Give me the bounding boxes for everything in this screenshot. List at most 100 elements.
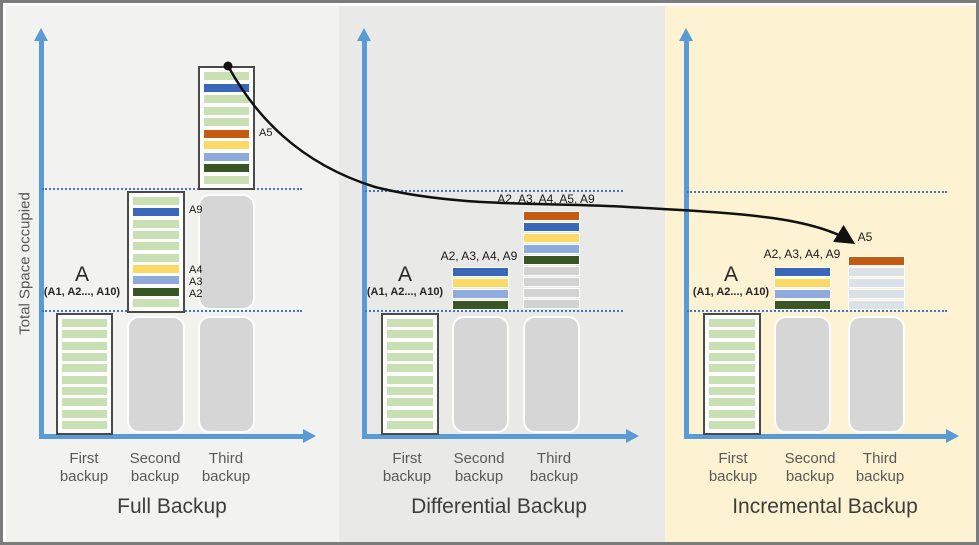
block-stripe-blue_dark [523,222,580,232]
block-stripe-yellow [133,264,179,273]
block-stripe-green_light [62,375,107,384]
p3-x-axis-arrow-icon [946,429,959,443]
block-stripe-green_light [62,319,107,327]
p1-y-axis-arrow-icon [34,28,48,41]
block-stripe-green_light [709,398,755,407]
block-stripe-green_light [62,352,107,361]
p1-y-axis [39,39,44,439]
p1-second-backup-bar [127,191,185,313]
p3-second-backup-prior-space [774,316,831,433]
block-stripe-green_dark [774,300,831,310]
p1-full-set-range: (A1, A2..., A10) [43,286,121,298]
block-stripe-green_light [709,352,755,361]
block-stripe-orange [204,129,249,138]
block-stripe-green_light [204,95,249,104]
p1-x-axis-arrow-icon [303,429,316,443]
block-stripe-green_light [709,420,755,429]
block-stripe-gray_stripe [523,288,580,298]
p1-title: Full Backup [117,495,227,518]
p2-dotted-level-1 [365,310,623,312]
p1-block-label-a2: A2 [189,288,203,300]
p1-x-axis [39,434,305,439]
p2-y-axis-arrow-icon [357,28,371,41]
p2-third-backup-delta-label: A2, A3, A4, A5, A9 [497,192,595,206]
block-stripe-blue_dark [452,267,509,277]
p1-full-set-letter: A [74,263,89,286]
block-stripe-green_light [387,341,433,350]
block-stripe-orange [848,256,905,266]
block-stripe-gray_stripe [523,299,580,309]
block-stripe-green_light [387,409,433,418]
block-stripe-green_light [62,341,107,350]
block-stripe-gray_stripe [523,277,580,287]
block-stripe-blue_dark [133,208,179,217]
block-stripe-green_light [709,364,755,373]
block-stripe-yellow [204,141,249,150]
p3-dotted-level-2 [687,191,947,193]
p3-first-backup-bar [703,313,761,435]
block-stripe-green_light [387,364,433,373]
block-stripe-green_light [62,398,107,407]
p2-y-axis [362,39,367,439]
p2-first-backup-bar [381,313,439,435]
block-stripe-green_light [709,341,755,350]
block-stripe-blue_light [204,152,249,161]
p3-dotted-level-1 [687,310,947,312]
block-stripe-orange [523,211,580,221]
block-stripe-green_light [204,106,249,115]
block-stripe-blue_light [452,289,509,299]
block-stripe-blue_dark [774,267,831,277]
block-stripe-green_light [62,330,107,339]
y-axis-label: Total Space occupied [16,192,34,335]
block-stripe-green_light [133,230,179,239]
p2-full-set-range: (A1, A2..., A10) [366,286,444,298]
block-stripe-green_light [133,242,179,251]
p2-x-axis [362,434,628,439]
p1-dotted-level-2 [42,188,302,190]
p1-block-label-a3: A3 [189,276,203,288]
block-stripe-green_light [62,364,107,373]
p2-tick-third-backup: Third backup [529,450,579,485]
p2-tick-second-backup: Second backup [453,450,505,485]
block-stripe-green_light [387,386,433,395]
p2-tick-first-backup: First backup [382,450,432,485]
block-stripe-bluegray_stripe [848,278,905,288]
p3-full-set-range: (A1, A2..., A10) [692,286,770,298]
block-stripe-green_light [133,253,179,262]
p1-block-label-a9: A9 [189,204,203,216]
p3-full-set-letter: A [723,263,738,286]
block-stripe-green_light [204,175,249,184]
block-stripe-green_light [387,420,433,429]
block-stripe-green_light [62,386,107,395]
p2-third-backup-prior-space [523,316,580,433]
block-stripe-green_light [204,118,249,127]
block-stripe-green_light [387,330,433,339]
p1-block-label-a4: A4 [189,264,203,276]
block-stripe-bluegray_stripe [848,300,905,310]
p2-title: Differential Backup [411,495,587,518]
p2-x-axis-arrow-icon [626,429,639,443]
p3-second-backup-delta-stack [774,267,831,310]
p3-third-backup-delta-label: A5 [857,230,873,244]
p1-third-backup-bar [198,66,255,190]
block-stripe-blue_light [133,276,179,285]
p2-second-backup-prior-space [452,316,509,433]
block-stripe-green_light [387,398,433,407]
block-stripe-blue_dark [204,83,249,92]
block-stripe-blue_light [523,244,580,254]
p1-third-backup-prior-space-1 [198,316,255,433]
p1-first-backup-bar [56,313,113,435]
block-stripe-bluegray_stripe [848,289,905,299]
block-stripe-green_light [387,319,433,327]
block-stripe-green_light [133,298,179,307]
block-stripe-green_light [133,219,179,228]
p1-second-backup-prior-space [127,316,185,433]
p2-full-set-label: A (A1, A2..., A10) [365,264,445,299]
block-stripe-green_light [709,330,755,339]
block-stripe-yellow [452,278,509,288]
p1-third-backup-prior-space-2 [198,194,255,310]
block-stripe-green_light [709,375,755,384]
p3-y-axis [684,39,689,439]
block-stripe-green_dark [523,255,580,265]
p2-full-set-letter: A [397,263,412,286]
